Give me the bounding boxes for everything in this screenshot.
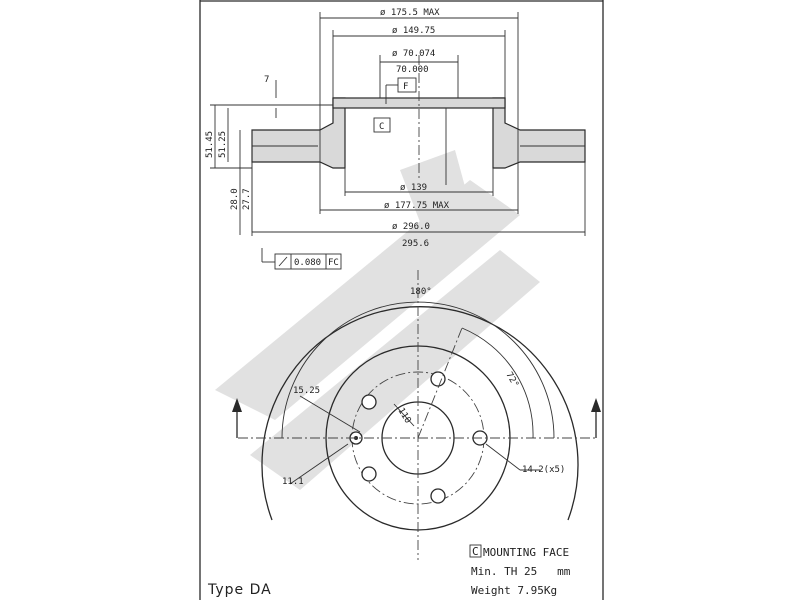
dim-d149-75: ø 149.75 bbox=[392, 26, 435, 36]
angle-180: 180° bbox=[410, 287, 432, 297]
datum-c-label: C bbox=[379, 122, 384, 132]
datum-f-label: F bbox=[403, 82, 408, 92]
front-view bbox=[232, 270, 601, 560]
flatness-ref: FC bbox=[328, 258, 339, 268]
dim-70-000: 70.000 bbox=[396, 65, 429, 75]
flatness-value: 0.080 bbox=[294, 258, 321, 268]
mounting-face-code-box bbox=[469, 544, 482, 558]
dim-51-45: 51.45 bbox=[205, 131, 215, 158]
weight: Weight 7.95Kg bbox=[471, 584, 557, 597]
dim-295-6: 295.6 bbox=[402, 239, 429, 249]
dim-d70-074: ø 70.074 bbox=[392, 49, 435, 59]
section-arrow-left-icon bbox=[232, 398, 242, 412]
bolt-hole-1 bbox=[430, 371, 446, 387]
section-left-friction-ring bbox=[251, 97, 346, 169]
bolt-hole-3 bbox=[430, 488, 446, 504]
bolt-hole-4 bbox=[361, 466, 377, 482]
dim-d177-75-max: ø 177.75 MAX bbox=[384, 201, 450, 211]
watermark-logo bbox=[215, 150, 540, 490]
dim-bolt-pcd: 110 bbox=[395, 406, 412, 425]
bolt-hole-5 bbox=[361, 394, 377, 410]
dim-d175-5-max: ø 175.5 MAX bbox=[380, 8, 440, 18]
min-thickness: Min. TH 25 mm bbox=[471, 565, 571, 578]
dim-d139: ø 139 bbox=[400, 183, 427, 193]
dim-7: 7 bbox=[264, 75, 269, 85]
legend-block bbox=[469, 544, 482, 558]
dim-d296-0: ø 296.0 bbox=[392, 222, 430, 232]
type-label: Type DA bbox=[207, 582, 272, 598]
section-right-friction-ring bbox=[492, 97, 586, 169]
dim-27-7: 27.7 bbox=[242, 188, 252, 210]
datum-c-box bbox=[373, 117, 391, 133]
dim-51-25: 51.25 bbox=[218, 131, 228, 158]
flatness-symbol-icon bbox=[278, 256, 288, 267]
dim-holes-14-2: 14.2(x5) bbox=[522, 465, 565, 475]
mounting-face-label: MOUNTING FACE bbox=[483, 546, 569, 559]
disc-outer-edge bbox=[261, 306, 579, 521]
mounting-face-code: C bbox=[472, 545, 479, 558]
flatness-tolerance-frame bbox=[261, 248, 342, 270]
dim-hole-15-25: 15.25 bbox=[293, 386, 320, 396]
dim-hole-11-1: 11.1 bbox=[282, 477, 304, 487]
section-arrow-right-icon bbox=[591, 398, 601, 412]
dim-28-0: 28.0 bbox=[230, 188, 240, 210]
section-view bbox=[210, 12, 586, 236]
angle-72: 72° bbox=[503, 371, 520, 390]
